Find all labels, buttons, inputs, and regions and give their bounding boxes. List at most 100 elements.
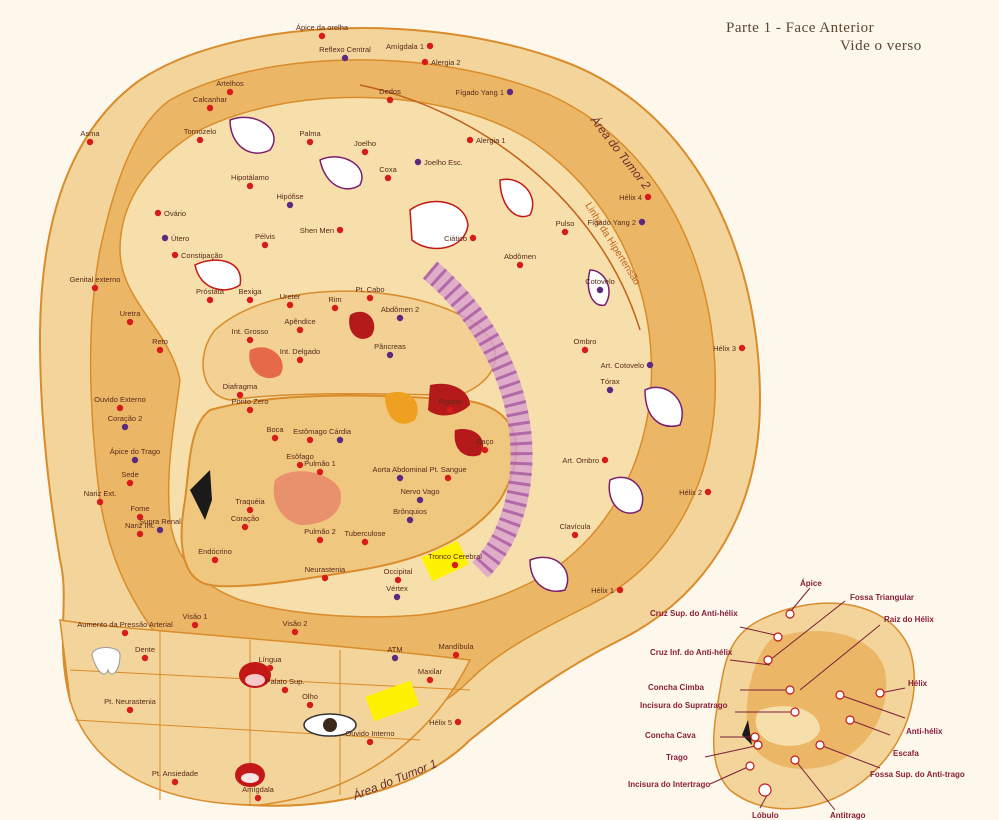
acupoint-marker-amigdala[interactable] [255, 795, 261, 801]
acupoint-marker-asma[interactable] [87, 139, 93, 145]
acupoint-label-hipotalamo: Hipotálamo [231, 173, 269, 182]
acupoint-marker-dente[interactable] [142, 655, 148, 661]
acupoint-marker-alergia1[interactable] [467, 137, 473, 143]
acupoint-label-ouvido_interno: Ouvido Interno [345, 729, 394, 738]
acupoint-marker-ouvido_interno[interactable] [367, 739, 373, 745]
acupoint-marker-art_ombro[interactable] [602, 457, 608, 463]
acupoint-marker-neurastenia[interactable] [322, 575, 328, 581]
acupoint-marker-pulmao2[interactable] [317, 537, 323, 543]
acupoint-marker-palma[interactable] [307, 139, 313, 145]
acupoint-label-hipofise: Hipófise [276, 192, 303, 201]
acupoint-marker-sede[interactable] [127, 480, 133, 486]
acupoint-marker-ouvido_externo[interactable] [117, 405, 123, 411]
acupoint-marker-helix5[interactable] [455, 719, 461, 725]
acupoint-marker-ponto_zero[interactable] [247, 407, 253, 413]
acupoint-marker-mandibula[interactable] [453, 652, 459, 658]
acupoint-marker-baco[interactable] [482, 447, 488, 453]
acupoint-marker-tronco_cerebral[interactable] [452, 562, 458, 568]
acupoint-marker-art_cotovelo[interactable] [647, 362, 653, 368]
acupoint-marker-tornozelo[interactable] [197, 137, 203, 143]
acupoint-marker-helix2[interactable] [705, 489, 711, 495]
acupoint-marker-tuberculose[interactable] [362, 539, 368, 545]
acupoint-marker-intestino_delgado[interactable] [297, 357, 303, 363]
acupoint-marker-coxa[interactable] [385, 175, 391, 181]
acupoint-marker-nervo_vago[interactable] [417, 497, 423, 503]
acupoint-marker-prostata[interactable] [207, 297, 213, 303]
acupoint-label-nariz_ext: Nariz Ext. [84, 489, 117, 498]
acupoint-marker-visao2[interactable] [292, 629, 298, 635]
acupoint-marker-alergia2[interactable] [422, 59, 428, 65]
acupoint-marker-aumento_pressao[interactable] [122, 630, 128, 636]
acupoint-marker-abdomen2[interactable] [397, 315, 403, 321]
acupoint-marker-apice_trago[interactable] [132, 457, 138, 463]
acupoint-marker-helix3[interactable] [739, 345, 745, 351]
acupoint-marker-coracao[interactable] [242, 524, 248, 530]
acupoint-marker-apice_orelha[interactable] [319, 33, 325, 39]
acupoint-marker-figado[interactable] [447, 407, 453, 413]
acupoint-marker-figado_yang1[interactable] [507, 89, 513, 95]
acupoint-marker-pelvis[interactable] [262, 242, 268, 248]
acupoint-marker-pt_cabo[interactable] [367, 295, 373, 301]
acupoint-marker-ciatico[interactable] [470, 235, 476, 241]
acupoint-label-uretra: Uretra [120, 309, 142, 318]
acupoint-marker-olho[interactable] [307, 702, 313, 708]
acupoint-marker-pt_sangue[interactable] [445, 475, 451, 481]
acupoint-marker-abdomen[interactable] [517, 262, 523, 268]
acupoint-label-bexiga: Bexiga [239, 287, 263, 296]
acupoint-marker-nariz_ext[interactable] [97, 499, 103, 505]
acupoint-marker-calcanhar[interactable] [207, 105, 213, 111]
acupoint-marker-visao1[interactable] [192, 622, 198, 628]
acupoint-marker-esofago[interactable] [297, 462, 303, 468]
acupoint-marker-torax[interactable] [607, 387, 613, 393]
acupoint-marker-intestino_grosso[interactable] [247, 337, 253, 343]
acupoint-marker-hipotalamo[interactable] [247, 183, 253, 189]
acupoint-marker-pt_neuro[interactable] [127, 707, 133, 713]
acupoint-marker-coracao2[interactable] [122, 424, 128, 430]
acupoint-marker-dedos[interactable] [387, 97, 393, 103]
acupoint-marker-palato[interactable] [282, 687, 288, 693]
acupoint-marker-occipital[interactable] [395, 577, 401, 583]
acupoint-marker-utero[interactable] [162, 235, 168, 241]
acupoint-marker-uretra[interactable] [127, 319, 133, 325]
acupoint-marker-boca[interactable] [272, 435, 278, 441]
acupoint-marker-apendice[interactable] [297, 327, 303, 333]
acupoint-marker-pt_ansiedade[interactable] [172, 779, 178, 785]
acupoint-marker-lingua[interactable] [267, 665, 273, 671]
acupoint-label-constipacao: Constipação [181, 251, 223, 260]
acupoint-marker-reflexo_central[interactable] [342, 55, 348, 61]
acupoint-marker-hipofise[interactable] [287, 202, 293, 208]
acupoint-marker-estomago[interactable] [307, 437, 313, 443]
acupoint-marker-pulmao1[interactable] [317, 469, 323, 475]
acupoint-marker-clavicula[interactable] [572, 532, 578, 538]
acupoint-marker-nariz_int[interactable] [137, 531, 143, 537]
acupoint-marker-shen_men[interactable] [337, 227, 343, 233]
acupoint-marker-figado_yang2[interactable] [639, 219, 645, 225]
acupoint-marker-pulso[interactable] [562, 229, 568, 235]
acupoint-marker-endocrino[interactable] [212, 557, 218, 563]
acupoint-marker-reto[interactable] [157, 347, 163, 353]
acupoint-marker-vertex[interactable] [394, 594, 400, 600]
inset-cruz-sup: Cruz Sup. do Anti-hélix [650, 609, 738, 618]
acupoint-marker-cardia[interactable] [337, 437, 343, 443]
acupoint-marker-atm[interactable] [392, 655, 398, 661]
acupoint-marker-helix1[interactable] [617, 587, 623, 593]
acupoint-marker-ombro[interactable] [582, 347, 588, 353]
acupoint-marker-traqueia[interactable] [247, 507, 253, 513]
acupoint-marker-cotovelo[interactable] [597, 287, 603, 293]
acupoint-marker-aorta[interactable] [397, 475, 403, 481]
acupoint-marker-suprarrenal[interactable] [157, 527, 163, 533]
acupoint-marker-pancreas[interactable] [387, 352, 393, 358]
acupoint-marker-artelhos[interactable] [227, 89, 233, 95]
acupoint-marker-ureter[interactable] [287, 302, 293, 308]
acupoint-marker-constipacao[interactable] [172, 252, 178, 258]
acupoint-marker-joelho_esc[interactable] [415, 159, 421, 165]
acupoint-marker-rim[interactable] [332, 305, 338, 311]
acupoint-marker-joelho[interactable] [362, 149, 368, 155]
acupoint-marker-bexiga[interactable] [247, 297, 253, 303]
acupoint-marker-maxilar[interactable] [427, 677, 433, 683]
acupoint-marker-genital_externo[interactable] [92, 285, 98, 291]
acupoint-marker-amigdala1[interactable] [427, 43, 433, 49]
acupoint-marker-bronquios[interactable] [407, 517, 413, 523]
acupoint-marker-helix4[interactable] [645, 194, 651, 200]
acupoint-marker-ovario[interactable] [155, 210, 161, 216]
